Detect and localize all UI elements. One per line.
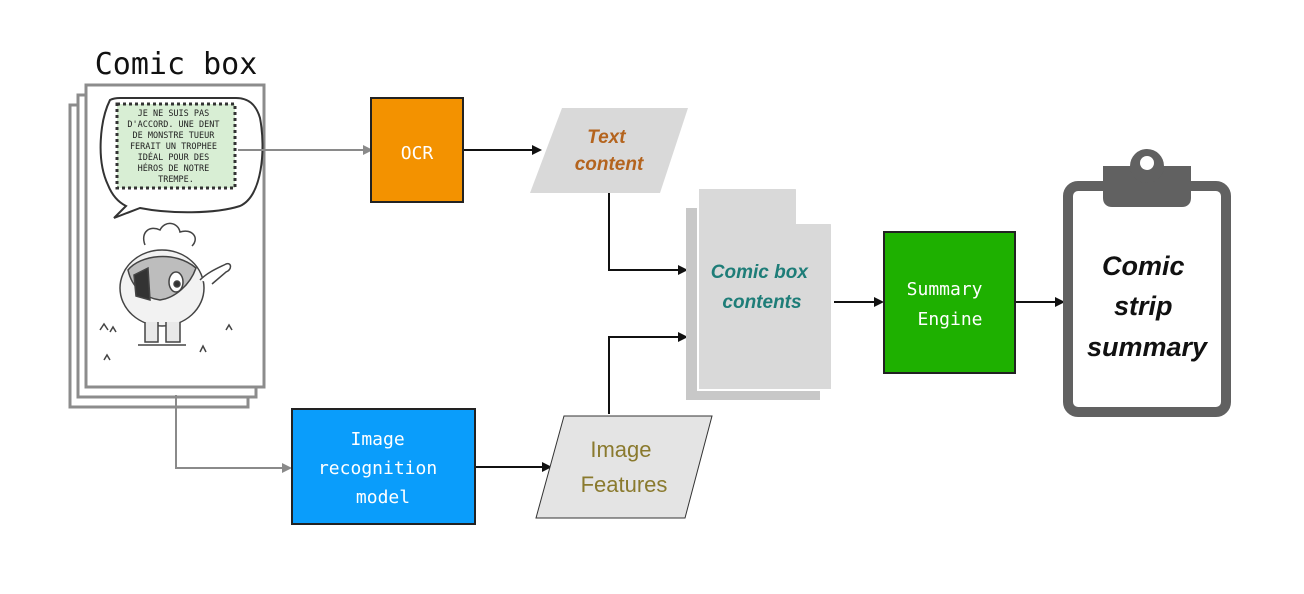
clipboard-icon: Comic strip summary — [1063, 149, 1231, 417]
svg-text:Image Features: Image Features — [581, 437, 668, 497]
comic-character-icon — [99, 222, 233, 361]
speech-line: D'ACCORD. UNE DENT — [127, 120, 219, 130]
svg-text:Comic strip summar: Comic strip summary — [1087, 251, 1209, 362]
svg-text:Summary Engine: Summary Engine — [907, 279, 994, 330]
speech-line: FERAIT UN TROPHEE — [130, 142, 217, 152]
comic-box-title: Comic box — [95, 47, 258, 82]
speech-line: DE MONSTRE TUEUR — [132, 131, 215, 141]
ocr-box: OCR — [370, 97, 464, 203]
svg-text:Image recognition: Image recognition model — [318, 429, 448, 508]
speech-line: TREMPE. — [158, 175, 194, 185]
image-model-line: model — [356, 487, 410, 508]
arrow-comic-to-image-model — [175, 395, 292, 473]
summary-line: strip — [1114, 291, 1173, 321]
svg-text:Text content: Text content — [575, 127, 644, 175]
summary-engine-line: Engine — [917, 309, 982, 330]
comic-box-contents-node: Comic box contents — [686, 187, 833, 400]
speech-text: JE NE SUIS PAS D'ACCORD. UNE DENT DE MON… — [127, 109, 224, 185]
image-recognition-model-box: Image recognition model — [291, 408, 476, 525]
svg-text:Comic box contents: Comic box contents — [711, 262, 813, 313]
text-content-node: Text content — [530, 108, 688, 193]
image-features-node: Image Features — [535, 415, 713, 519]
contents-line: contents — [722, 292, 801, 313]
text-content-line: content — [575, 154, 644, 175]
image-model-line: recognition — [318, 458, 437, 479]
image-features-line: Image — [590, 437, 651, 462]
summary-engine-box: Summary Engine — [883, 231, 1016, 374]
summary-engine-line: Summary — [907, 279, 983, 300]
image-features-line: Features — [581, 472, 668, 497]
arrow-text-to-contents — [608, 193, 688, 275]
speech-bubble: JE NE SUIS PAS D'ACCORD. UNE DENT DE MON… — [99, 97, 264, 219]
text-content-line: Text — [587, 127, 626, 148]
connector-lines — [175, 145, 1065, 473]
image-model-line: Image — [350, 429, 404, 450]
ocr-label: OCR — [401, 143, 434, 164]
speech-line: IDÉAL POUR DES — [138, 151, 210, 163]
speech-line: HÉROS DE NOTRE — [138, 162, 210, 174]
contents-line: Comic box — [711, 262, 810, 283]
summary-line: Comic — [1102, 251, 1185, 281]
summary-line: summary — [1087, 332, 1209, 362]
arrow-features-to-contents — [608, 332, 688, 414]
speech-line: JE NE SUIS PAS — [138, 109, 210, 119]
